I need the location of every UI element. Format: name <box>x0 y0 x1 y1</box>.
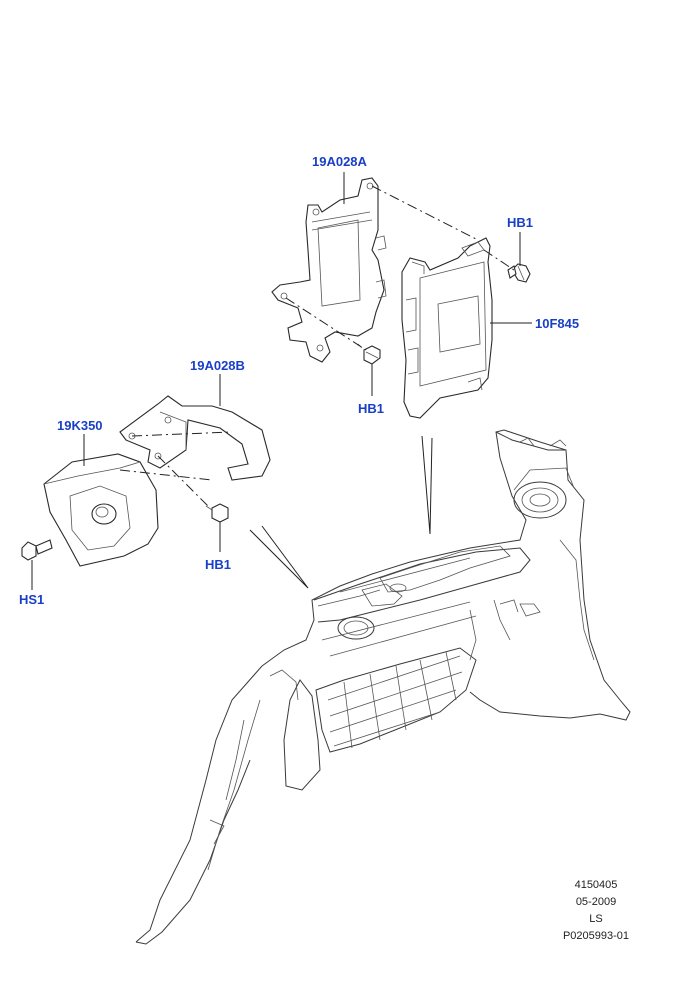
reference-stamp: 4150405 05-2009 LS P0205993-01 <box>546 877 646 945</box>
callout-19k350[interactable]: 19K350 <box>57 418 103 433</box>
screw-hb1-lower[interactable] <box>205 503 229 523</box>
stamp-line-2: 05-2009 <box>575 896 617 908</box>
stamp-line-4: P0205993-01 <box>562 930 630 942</box>
camera-19k350[interactable] <box>43 453 159 567</box>
assembly-line-6 <box>119 469 213 481</box>
interior-trim-panel <box>135 429 631 945</box>
stamp-line-3: LS <box>589 913 603 925</box>
callout-hb1-mid[interactable]: HB1 <box>358 401 384 416</box>
assembly-line-5 <box>157 455 209 507</box>
screw-hs1[interactable] <box>21 539 53 561</box>
assembly-line-4 <box>131 431 233 437</box>
pointer-wedge-lower <box>249 525 309 589</box>
assembly-line-2 <box>483 249 515 271</box>
assembly-line-1 <box>371 185 479 241</box>
callout-19a028b[interactable]: 19A028B <box>190 358 245 373</box>
bracket-19a028b[interactable] <box>119 395 271 481</box>
callout-10f845[interactable]: 10F845 <box>535 316 579 331</box>
callout-hb1-top[interactable]: HB1 <box>507 215 533 230</box>
callout-hb1-lower[interactable]: HB1 <box>205 557 231 572</box>
module-10f845[interactable] <box>401 237 493 419</box>
callout-hs1[interactable]: HS1 <box>19 592 44 607</box>
pointer-wedge-upper <box>421 435 433 535</box>
screw-hb1-top[interactable] <box>507 263 531 283</box>
bracket-19a028a[interactable] <box>271 177 387 363</box>
callout-19a028a[interactable]: 19A028A <box>312 154 368 169</box>
stamp-line-1: 4150405 <box>574 879 618 891</box>
assembly-line-3 <box>285 297 367 351</box>
